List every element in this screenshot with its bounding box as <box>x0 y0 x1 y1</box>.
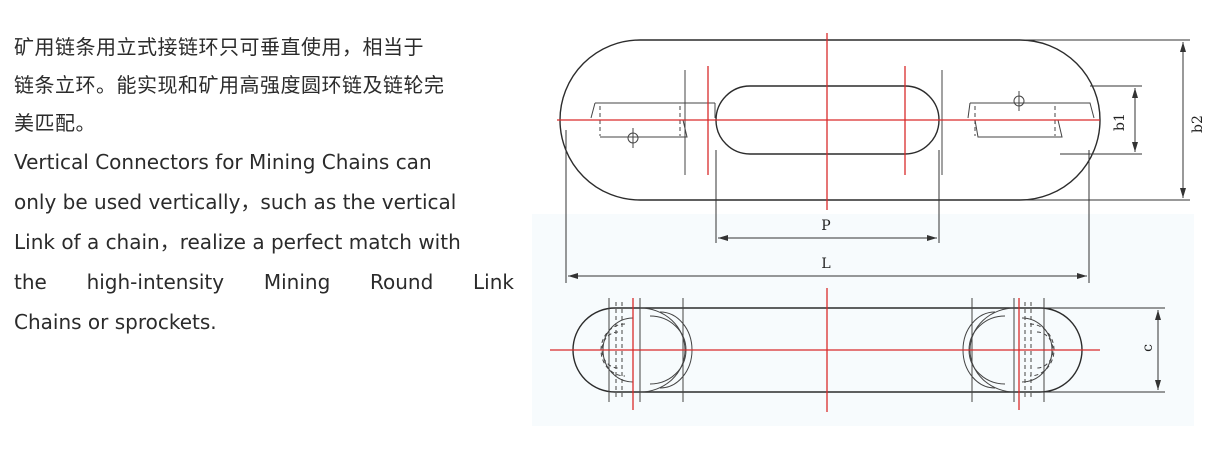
l-label: L <box>821 256 830 272</box>
description-zh-line-3: 美匹配。 <box>14 111 96 135</box>
description-en-line-1: Vertical Connectors for Mining Chains ca… <box>14 150 432 174</box>
description-en-line-5: Chains or sprockets. <box>14 310 217 334</box>
description-en-line-3: Link of a chain，realize a perfect match … <box>14 230 461 254</box>
top-view <box>557 33 1101 210</box>
left-slot-upper <box>590 102 716 119</box>
description-text: 矿用链条用立式接链环只可垂直使用，相当于 链条立环。能实现和矿用高强度圆环链及链… <box>14 28 514 342</box>
p-label: P <box>821 218 830 234</box>
description-zh-line-2: 链条立环。能实现和矿用高强度圆环链及链轮完 <box>14 73 445 97</box>
description-en-line-2: only be used vertically，such as the vert… <box>14 190 457 214</box>
b1-label: b1 <box>1112 113 1128 131</box>
side-dimensions: c <box>1040 307 1165 393</box>
right-slot-hidden <box>974 106 1056 136</box>
b2-label: b2 <box>1190 115 1206 133</box>
c-label: c <box>1140 344 1156 352</box>
description-zh-line-1: 矿用链条用立式接链环只可垂直使用，相当于 <box>14 35 424 59</box>
left-slot-hidden <box>599 106 681 136</box>
right-slot-lower <box>940 119 1063 138</box>
top-dimensions: b2 b1 P L <box>565 39 1206 283</box>
diagram-background <box>532 214 1194 426</box>
description-en-line-4: the high-intensity Mining Round Link <box>14 270 514 294</box>
side-view <box>550 288 1100 412</box>
right-slot-upper <box>967 102 1095 119</box>
description-en-paragraph: Vertical Connectors for Mining Chains ca… <box>14 142 514 342</box>
left-slot-lower <box>563 119 688 138</box>
